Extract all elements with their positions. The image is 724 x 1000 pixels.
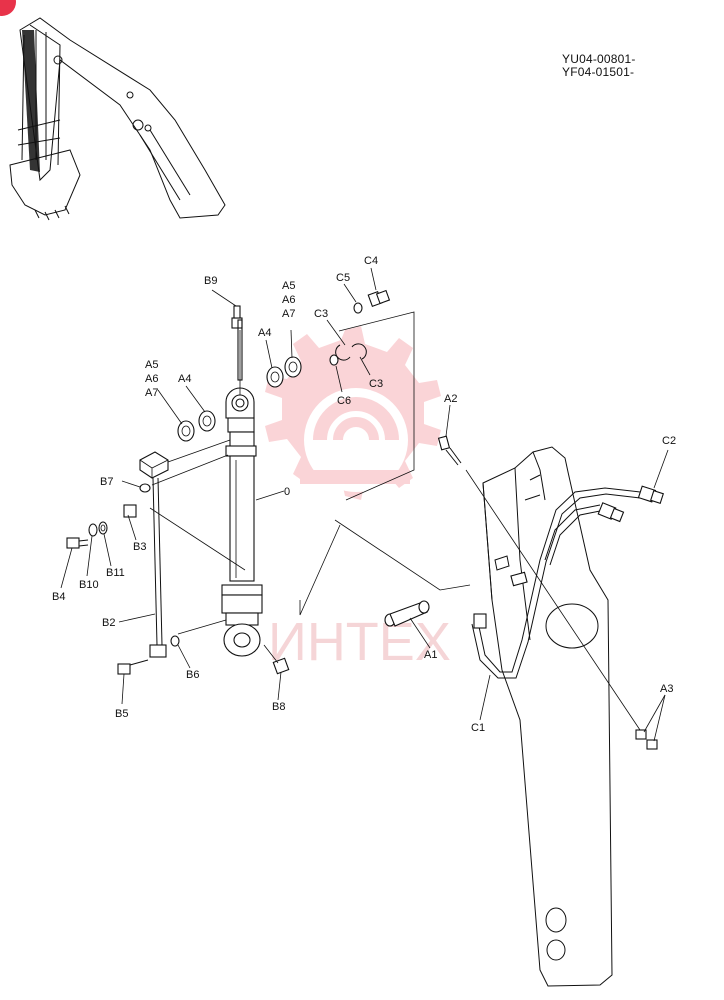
label-B3: B3 [133, 541, 146, 553]
label-A2: A2 [444, 393, 457, 405]
label-B9: B9 [204, 275, 217, 287]
serial-number-1: YU04-00801- [562, 52, 636, 66]
label-A4-left: A4 [178, 373, 191, 385]
label-B2: B2 [102, 617, 115, 629]
label-A7-right: A7 [282, 308, 295, 320]
label-zero: 0 [284, 486, 290, 498]
assembly-lines [60, 267, 669, 742]
label-A5-right: A5 [282, 280, 295, 292]
label-C2: C2 [662, 435, 676, 447]
label-C5: C5 [336, 272, 350, 284]
serial-number-2: YF04-01501- [562, 65, 635, 79]
hydraulic-cylinder [221, 305, 263, 657]
label-C4: C4 [364, 255, 378, 267]
label-C3-top: C3 [314, 308, 328, 320]
watermark-logo [265, 326, 441, 500]
label-B10: B10 [79, 579, 99, 591]
hydraulic-hoses [471, 485, 664, 679]
label-A6-right: A6 [282, 294, 295, 306]
label-B7: B7 [100, 476, 113, 488]
label-B5: B5 [115, 708, 128, 720]
label-A3: A3 [660, 683, 673, 695]
label-C1: C1 [471, 722, 485, 734]
label-A7-left: A7 [145, 387, 158, 399]
label-B4: B4 [52, 591, 65, 603]
part-labels: B9 A5 A6 A7 A4 A5 A6 A7 A4 C5 C4 C3 C3 C… [52, 255, 676, 734]
watermark-text: ИНТЕХ [268, 612, 451, 672]
label-C6: C6 [337, 395, 351, 407]
label-B6: B6 [186, 669, 199, 681]
label-A4-right: A4 [258, 327, 271, 339]
label-B8: B8 [272, 701, 285, 713]
label-A5-left: A5 [145, 359, 158, 371]
boom-arm [482, 446, 613, 987]
label-A6-left: A6 [145, 373, 158, 385]
label-B11: B11 [106, 567, 125, 579]
excavator-overview-illustration [9, 17, 226, 221]
label-C3-bottom: C3 [369, 378, 383, 390]
label-A1: A1 [424, 649, 437, 661]
